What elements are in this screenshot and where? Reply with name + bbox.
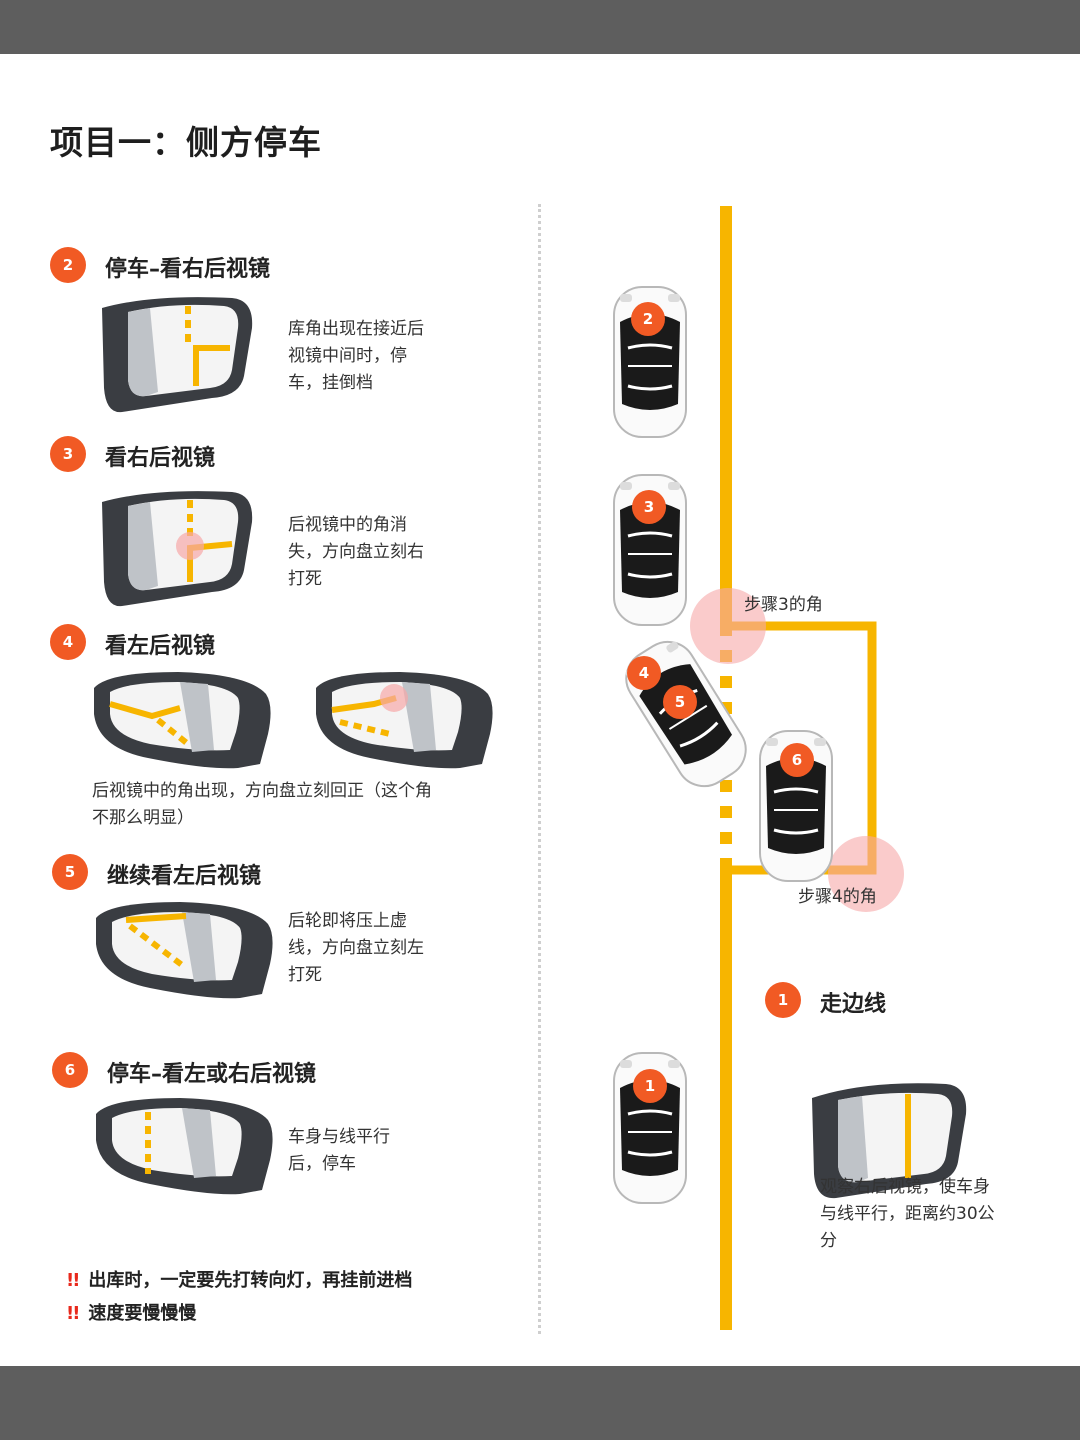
warning-icon: !! <box>66 1270 80 1291</box>
step-2-title: 停车–看右后视镜 <box>105 257 271 282</box>
top-bar <box>0 0 1080 54</box>
left-mirror-step-6 <box>96 1098 273 1195</box>
step-5-title: 继续看左后视镜 <box>107 864 262 889</box>
step-5-desc: 后轮即将压上虚 线，方向盘立刻左 打死 <box>288 908 424 989</box>
step-1-badge: 1 <box>765 982 801 1018</box>
warning-1: !! 出库时，一定要先打转向灯，再挂前进档 <box>66 1266 412 1292</box>
warning-text: 出库时，一定要先打转向灯，再挂前进档 <box>88 1270 413 1291</box>
corner-4-highlight <box>828 836 904 912</box>
step-4-title: 看左后视镜 <box>105 634 216 659</box>
step-4-desc-line: 后视镜中的角出现，方向盘立刻回正（这个角 <box>92 781 432 801</box>
warning-2: !! 速度要慢慢慢 <box>66 1299 196 1325</box>
step-6-desc-line: 车身与线平行 <box>288 1127 390 1147</box>
step-3-desc-line: 后视镜中的角消 <box>288 515 407 535</box>
step-6-desc-line: 后，停车 <box>288 1154 356 1174</box>
step-1-desc-line: 观察右后视镜，使车身 <box>820 1177 990 1197</box>
step-6-title: 停车–看左或右后视镜 <box>107 1062 317 1087</box>
step-5-badge: 5 <box>52 854 88 890</box>
corner-3-highlight <box>690 588 766 664</box>
corner-3-label: 步骤3的角 <box>744 595 823 615</box>
step-5-desc-line: 线，方向盘立刻左 <box>288 938 424 958</box>
step-6-badge: 6 <box>52 1052 88 1088</box>
step-4-desc-line: 不那么明显） <box>92 808 194 828</box>
step-2-desc-line: 车，挂倒档 <box>288 373 373 393</box>
right-mirror-step-3 <box>102 491 253 607</box>
step-2-desc: 库角出现在接近后 视镜中间时，停 车，挂倒档 <box>288 316 424 397</box>
warning-text: 速度要慢慢慢 <box>88 1303 197 1324</box>
page-title: 项目一：侧方停车 <box>50 123 322 162</box>
step-1-title: 走边线 <box>820 992 887 1017</box>
car-badge-1: 1 <box>645 1077 655 1095</box>
left-mirror-step-4b <box>316 672 493 769</box>
car-badge-3: 3 <box>644 498 654 516</box>
right-mirror-step-1 <box>812 1083 967 1199</box>
step-1-desc: 观察右后视镜，使车身 与线平行，距离约30公 分 <box>820 1174 995 1255</box>
step-3-title: 看右后视镜 <box>105 446 216 471</box>
step-5-desc-line: 打死 <box>288 965 322 985</box>
step-4-badge: 4 <box>50 624 86 660</box>
car-badge-6: 6 <box>792 751 802 769</box>
step-2-badge: 2 <box>50 247 86 283</box>
parking-diagram: 步骤3的角 步骤4的角 2 3 4 5 6 1 <box>612 206 967 1330</box>
step-6-desc: 车身与线平行 后，停车 <box>288 1124 390 1178</box>
car-badge-2: 2 <box>643 310 653 328</box>
step-3-badge: 3 <box>50 436 86 472</box>
step-5-desc-line: 后轮即将压上虚 <box>288 911 407 931</box>
step-1-desc-line: 分 <box>820 1231 837 1251</box>
step-3-desc: 后视镜中的角消 失，方向盘立刻右 打死 <box>288 512 424 593</box>
step-3-desc-line: 打死 <box>288 569 322 589</box>
step-1-desc-line: 与线平行，距离约30公 <box>820 1204 995 1224</box>
corner-4-label: 步骤4的角 <box>798 887 877 907</box>
divider <box>538 204 541 1334</box>
warning-icon: !! <box>66 1303 80 1324</box>
step-3-desc-line: 失，方向盘立刻右 <box>288 542 424 562</box>
bottom-bar <box>0 1366 1080 1440</box>
left-mirror-step-5 <box>96 902 273 999</box>
page: 项目一：侧方停车 2 停车–看右后视镜 库角出现在接近后 视镜中间时，停 车，挂… <box>0 54 1080 1366</box>
step-2-desc-line: 库角出现在接近后 <box>288 319 424 339</box>
car-badge-5: 5 <box>675 693 685 711</box>
right-mirror-step-2 <box>102 297 253 413</box>
left-mirror-step-4a <box>94 672 271 769</box>
car-badge-4: 4 <box>639 664 649 682</box>
step-4-desc: 后视镜中的角出现，方向盘立刻回正（这个角 不那么明显） <box>92 778 512 832</box>
step-2-desc-line: 视镜中间时，停 <box>288 346 407 366</box>
